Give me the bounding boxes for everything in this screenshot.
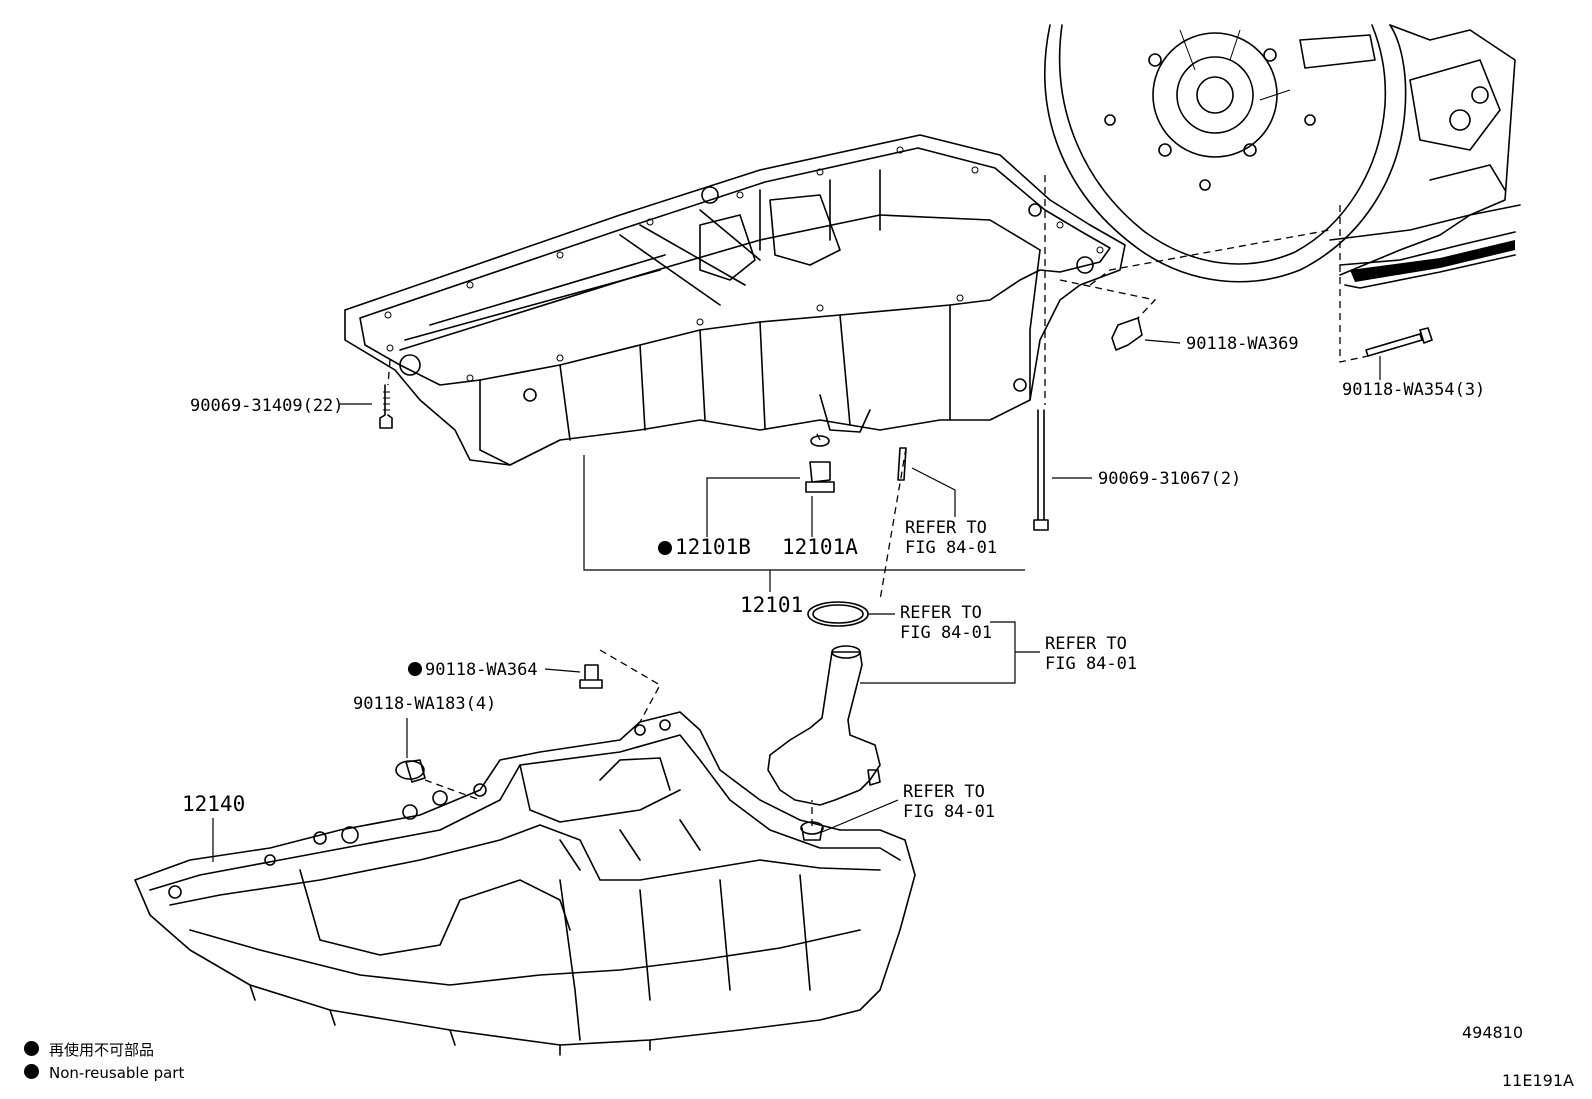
- label-90069-31067: 90069-31067(2): [1098, 469, 1242, 489]
- refer-line-2: FIG 84-01: [905, 538, 998, 558]
- diagram-number: 494810: [1462, 1023, 1524, 1042]
- refer-line-1: REFER TO: [903, 782, 985, 802]
- refer-line-1: REFER TO: [1045, 634, 1127, 654]
- figure-code: 11E191A: [1502, 1071, 1574, 1090]
- refer-line-2: FIG 84-01: [1045, 654, 1138, 674]
- legend-non-reusable-jp: 再使用不可部品: [24, 1039, 154, 1060]
- refer-to-fig-4: REFER TO FIG 84-01: [903, 782, 995, 822]
- refer-line-2: FIG 84-01: [903, 802, 996, 822]
- refer-line-1: REFER TO: [905, 518, 987, 538]
- label-90069-31409: 90069-31409(22): [190, 396, 344, 416]
- label-90118-wa364: 90118-WA364: [408, 660, 538, 680]
- label-12101b: 12101B: [658, 535, 751, 559]
- refer-to-fig-1: REFER TO FIG 84-01: [905, 518, 997, 558]
- label-12101a: 12101A: [782, 535, 858, 559]
- refer-to-fig-3: REFER TO FIG 84-01: [1045, 634, 1137, 674]
- lower-oil-pan-drawing: [134, 711, 916, 1056]
- non-reusable-dot-icon: [408, 662, 422, 676]
- refer-line-1: REFER TO: [900, 603, 982, 623]
- small-parts-drawing: [379, 317, 1433, 841]
- bullet-icon: [24, 1041, 39, 1056]
- refer-to-fig-2: REFER TO FIG 84-01: [900, 603, 992, 643]
- label-12101: 12101: [740, 593, 804, 617]
- upper-oil-pan-drawing: [344, 134, 1126, 466]
- bullet-icon: [24, 1064, 39, 1079]
- label-90118-wa354: 90118-WA354(3): [1342, 380, 1486, 400]
- label-12140: 12140: [182, 792, 246, 816]
- legend-non-reusable-en: Non-reusable part: [24, 1064, 184, 1082]
- refer-line-2: FIG 84-01: [900, 623, 993, 643]
- transmission-housing-drawing: [1044, 24, 1521, 289]
- label-90118-wa369: 90118-WA369: [1186, 334, 1299, 354]
- non-reusable-dot-icon: [658, 541, 672, 555]
- dashed-lines: [387, 175, 1369, 826]
- label-90118-wa183: 90118-WA183(4): [353, 694, 497, 714]
- leader-lines: [212, 339, 1381, 862]
